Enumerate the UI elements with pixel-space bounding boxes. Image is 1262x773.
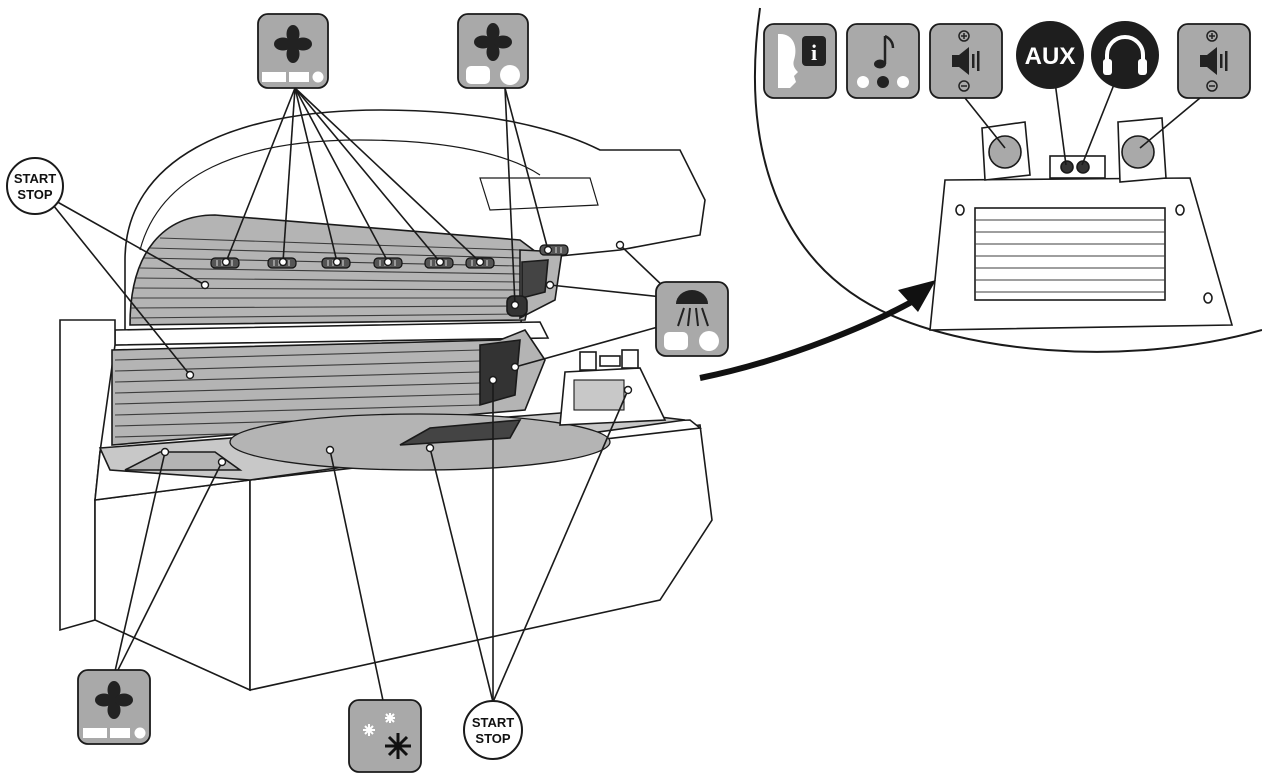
info-voice-icon: i xyxy=(763,23,837,99)
svg-text:i: i xyxy=(811,40,817,65)
fan-control-icon-lower xyxy=(77,669,151,745)
headphones-icon xyxy=(1091,21,1159,89)
sound-system-detail xyxy=(699,7,1262,381)
start-label: START xyxy=(14,171,56,186)
fan-control-icon-upper xyxy=(257,13,329,89)
cooling-icon xyxy=(348,699,422,773)
leader-lines xyxy=(44,87,691,711)
shoulder-lamp-icon xyxy=(655,281,729,357)
start-label: START xyxy=(472,715,514,730)
start-stop-badge-upper: START STOP xyxy=(6,157,64,215)
aux-label: AUX xyxy=(1025,43,1076,70)
stop-label: STOP xyxy=(17,187,52,202)
stop-label: STOP xyxy=(475,731,510,746)
start-stop-badge-lower: START STOP xyxy=(463,700,523,760)
volume-left-icon xyxy=(929,23,1003,99)
leader-dots xyxy=(160,240,633,467)
music-note-icon xyxy=(846,23,920,99)
volume-right-icon xyxy=(1177,23,1251,99)
aux-icon: AUX xyxy=(1016,21,1084,89)
fan-control-icon-face xyxy=(457,13,529,89)
